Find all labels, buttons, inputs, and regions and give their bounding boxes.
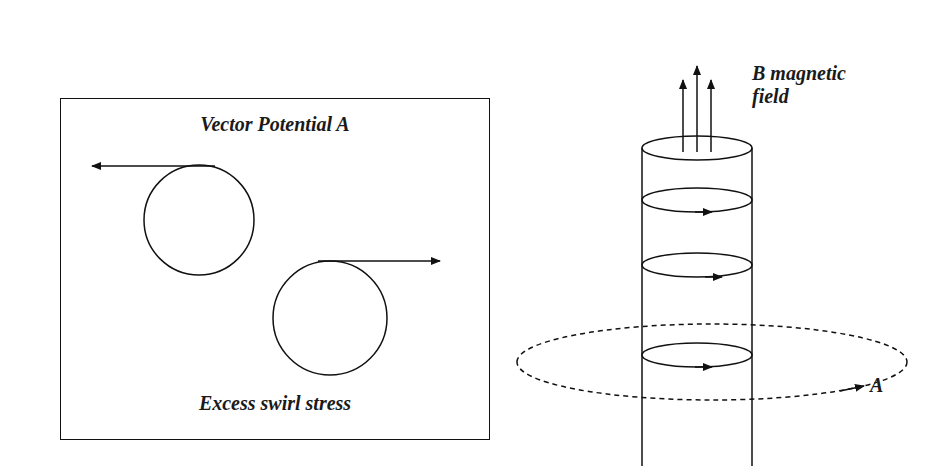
current-loop	[642, 188, 752, 212]
field-arrow	[696, 66, 698, 152]
panel-footer: Excess swirl stress	[61, 392, 489, 415]
current-arrow	[695, 366, 712, 368]
vector-potential-loop	[517, 362, 907, 400]
current-arrow	[705, 276, 722, 278]
cylinder-side	[751, 148, 753, 466]
swirl-arrow	[318, 260, 440, 262]
swirl-circle	[144, 165, 254, 275]
cylinder-side	[641, 148, 643, 466]
field-label: B magnetic field	[752, 62, 862, 108]
vector-potential-arrow	[840, 386, 864, 391]
current-arrow	[695, 211, 712, 213]
swirl-arrow	[92, 165, 215, 167]
field-arrow	[682, 80, 684, 152]
swirl-circle	[273, 261, 387, 375]
current-loop	[642, 343, 752, 367]
current-loop	[642, 253, 752, 277]
panel-heading: Vector Potential A	[61, 113, 489, 136]
field-arrow	[710, 80, 712, 152]
panel-box: Vector Potential A Excess swirl stress	[60, 98, 490, 440]
potential-label: A	[870, 374, 900, 397]
